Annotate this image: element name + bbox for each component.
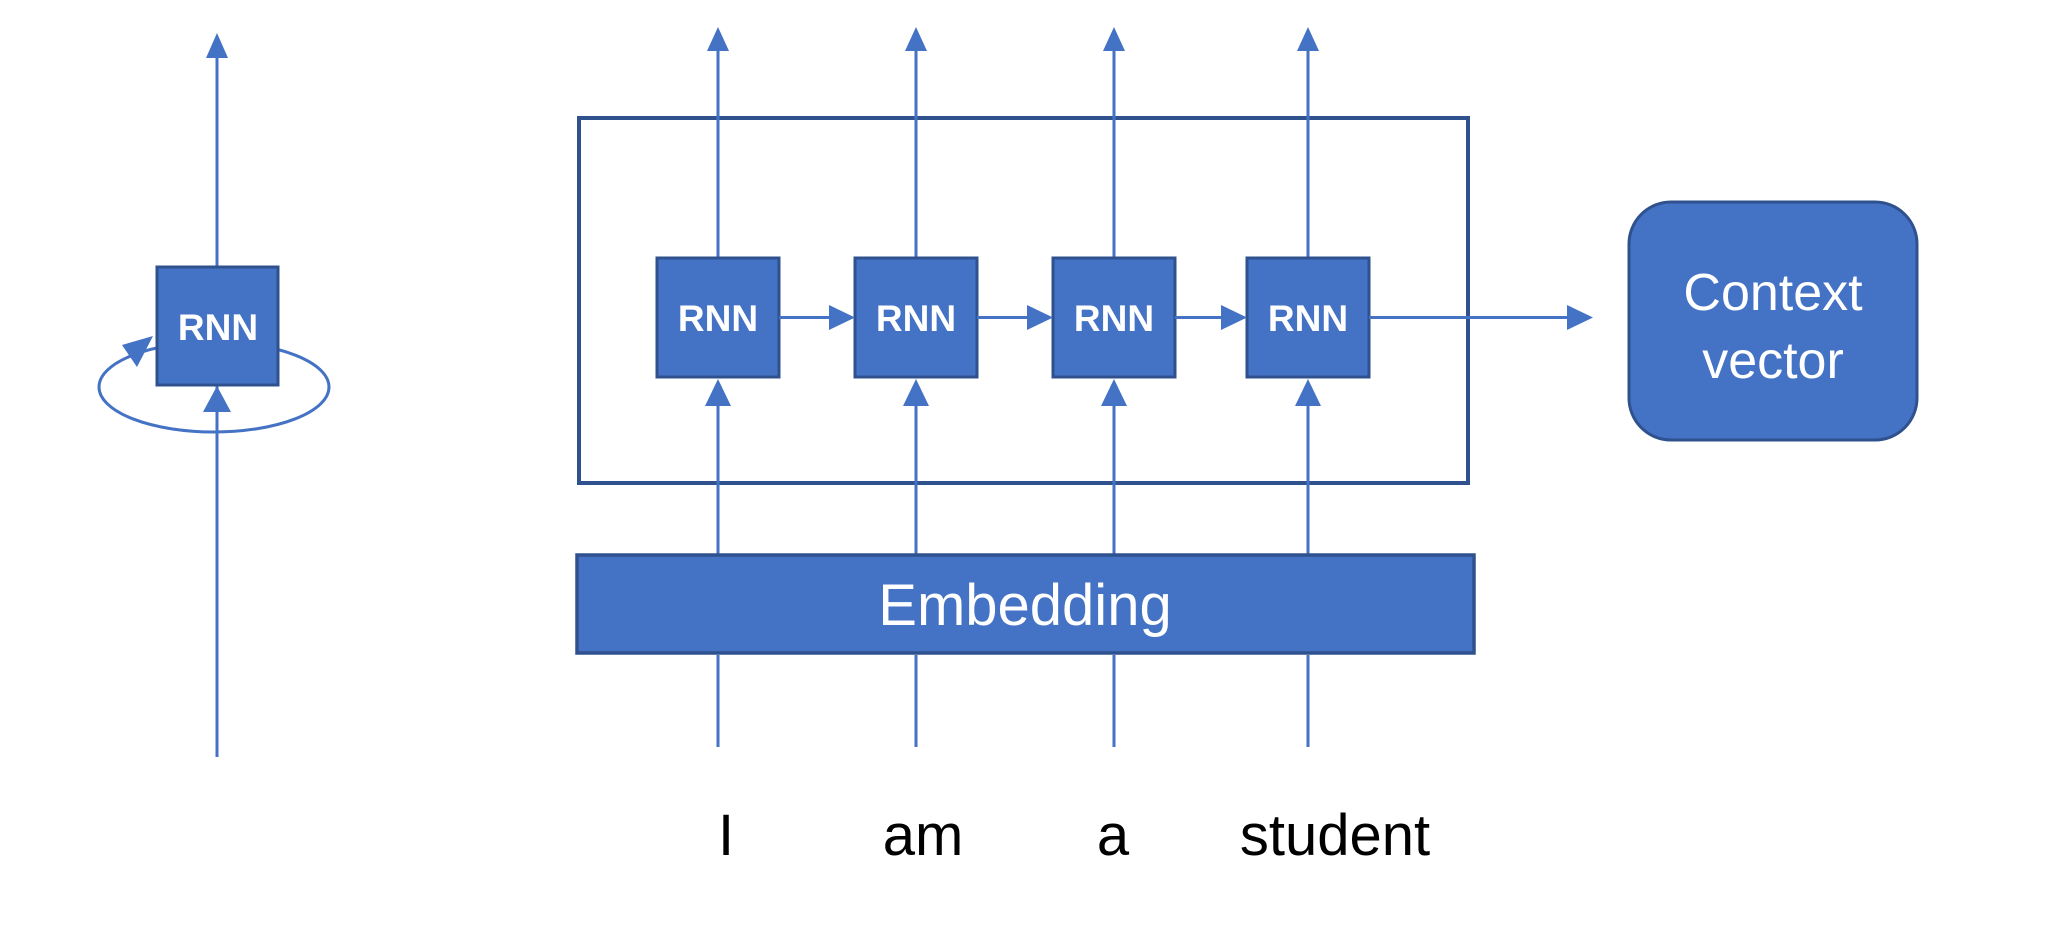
output-arrowhead-4-icon [1297,27,1319,51]
self-loop-arrowhead-icon [122,336,153,367]
chain-arrowhead-3-icon [1221,305,1247,330]
left-rnn-label: RNN [178,307,258,348]
embedding-bar [575,553,1476,655]
input-arrowhead-3-icon [1101,379,1127,406]
encoder-input-arrows [705,379,1321,555]
input-arrowhead-4-icon [1295,379,1321,406]
hidden-state-arrows [779,305,1593,330]
input-words-row: I am a student [718,803,1430,868]
encoder-rnn-node-4 [1245,256,1371,379]
input-word-1: I [718,803,734,868]
context-vector-group: Context vector [1627,200,1919,442]
unrolled-rnn-unit-group: RNN [97,33,331,757]
left-output-arrowhead-icon [206,33,228,58]
encoder-rnn-node-2 [853,256,979,379]
embedding-label: Embedding [878,573,1171,638]
left-input-arrowhead-icon [203,386,231,412]
input-arrowhead-1-icon [705,379,731,406]
embedding-layer-group: Embedding [575,553,1476,655]
input-arrowhead-2-icon [903,379,929,406]
input-word-4: student [1240,803,1430,868]
context-output-arrowhead-icon [1567,305,1593,330]
word-input-stems [716,655,1310,747]
encoder-rnn-label-3: RNN [1074,298,1154,339]
encoder-rnn-label-1: RNN [678,298,758,339]
input-word-2: am [883,803,964,868]
chain-arrowhead-2-icon [1027,305,1053,330]
context-vector-label-line1: Context [1683,264,1863,322]
context-vector-node [1627,200,1919,442]
encoder-rnn-cells: RNN RNN RNN RNN [655,256,1371,379]
encoder-frame [577,116,1470,485]
encoder-output-arrows [707,27,1319,258]
context-vector-label-line2: vector [1702,332,1844,390]
encoder-rnn-label-4: RNN [1268,298,1348,339]
output-arrowhead-1-icon [707,27,729,51]
encoder-rnn-node-1 [655,256,781,379]
output-arrowhead-2-icon [905,27,927,51]
output-arrowhead-3-icon [1103,27,1125,51]
encoder-rnn-label-2: RNN [876,298,956,339]
chain-arrowhead-1-icon [829,305,855,330]
left-rnn-node [155,265,280,387]
input-word-3: a [1097,803,1130,868]
